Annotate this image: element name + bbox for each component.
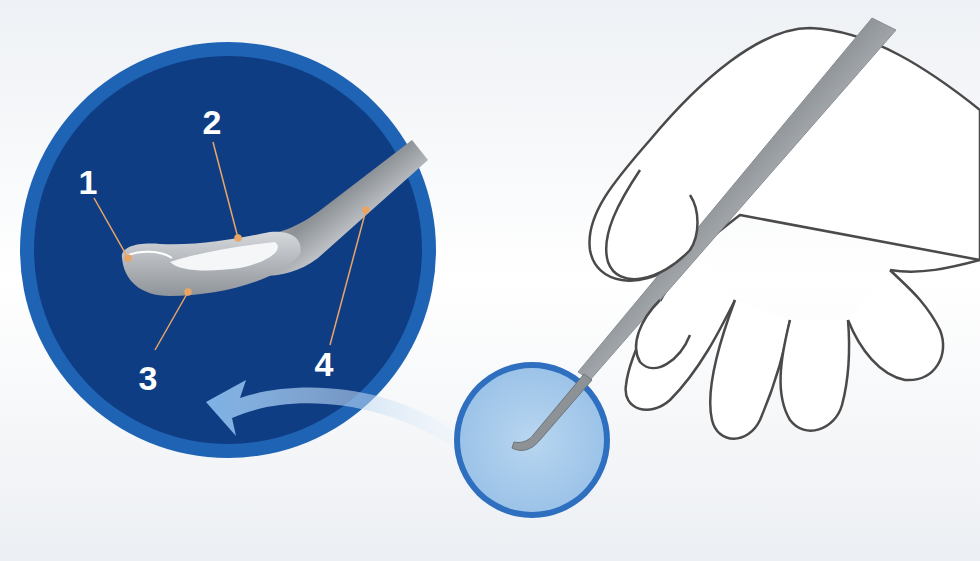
callout-number: 3 [139, 361, 158, 395]
magnifier-disc [34, 56, 422, 444]
detail-disc [460, 368, 604, 512]
detail-ring [454, 362, 610, 518]
callout-number: 4 [315, 347, 334, 381]
instrument [512, 18, 896, 450]
callout-number: 1 [79, 165, 98, 199]
leader-lines [94, 142, 369, 350]
zoom-arrow [206, 380, 452, 446]
hand [589, 28, 980, 439]
curette-tip [122, 140, 428, 296]
callout-number: 2 [203, 105, 222, 139]
fingers [606, 170, 697, 368]
